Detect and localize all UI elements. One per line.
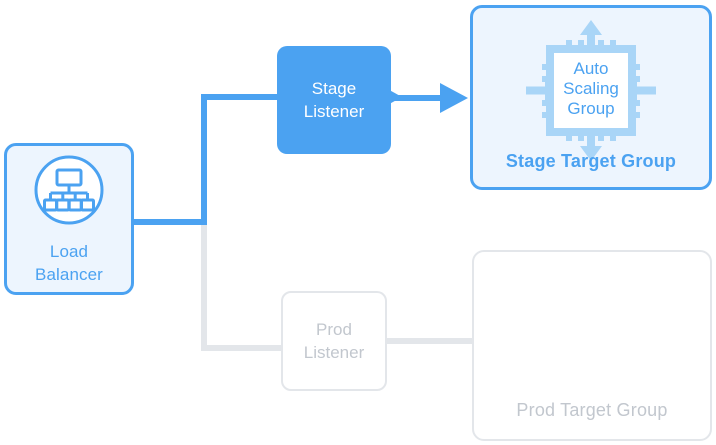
auto-scaling-group-chip-icon: Auto Scaling Group bbox=[516, 18, 666, 163]
node-stage-listener[interactable]: Stage Listener bbox=[277, 46, 391, 154]
load-balancer-hierarchy-icon bbox=[32, 153, 106, 232]
stage-listener-label-line2: Listener bbox=[303, 102, 365, 121]
prod-listener-label: Prod Listener bbox=[304, 318, 364, 364]
auto-scaling-group-label-line2: Scaling bbox=[563, 79, 619, 98]
node-stage-target-group[interactable]: Auto Scaling Group Stage Target Group bbox=[470, 5, 712, 190]
prod-target-group-label: Prod Target Group bbox=[516, 400, 668, 420]
prod-listener-label-line2: Listener bbox=[303, 343, 365, 362]
load-balancer-label-line2: Balancer bbox=[35, 264, 103, 284]
stage-listener-label: Stage Listener bbox=[304, 77, 364, 123]
prod-listener-label-line1: Prod bbox=[316, 320, 352, 339]
auto-scaling-group-label-line3: Group bbox=[567, 99, 614, 118]
stage-listener-label-line1: Stage bbox=[311, 79, 357, 98]
auto-scaling-group-label-line1: Auto bbox=[574, 59, 609, 78]
stage-target-group-label: Stage Target Group bbox=[505, 151, 677, 171]
arrowhead-stage-target-group bbox=[440, 83, 468, 113]
node-prod-target-group[interactable]: Prod Target Group bbox=[472, 250, 712, 441]
load-balancer-label: Load Balancer bbox=[35, 240, 103, 286]
edge-junction-to-prod-listener bbox=[201, 222, 281, 351]
load-balancer-label-line1: Load bbox=[49, 241, 89, 261]
node-prod-listener[interactable]: Prod Listener bbox=[281, 291, 387, 391]
node-load-balancer[interactable]: Load Balancer bbox=[4, 143, 134, 295]
